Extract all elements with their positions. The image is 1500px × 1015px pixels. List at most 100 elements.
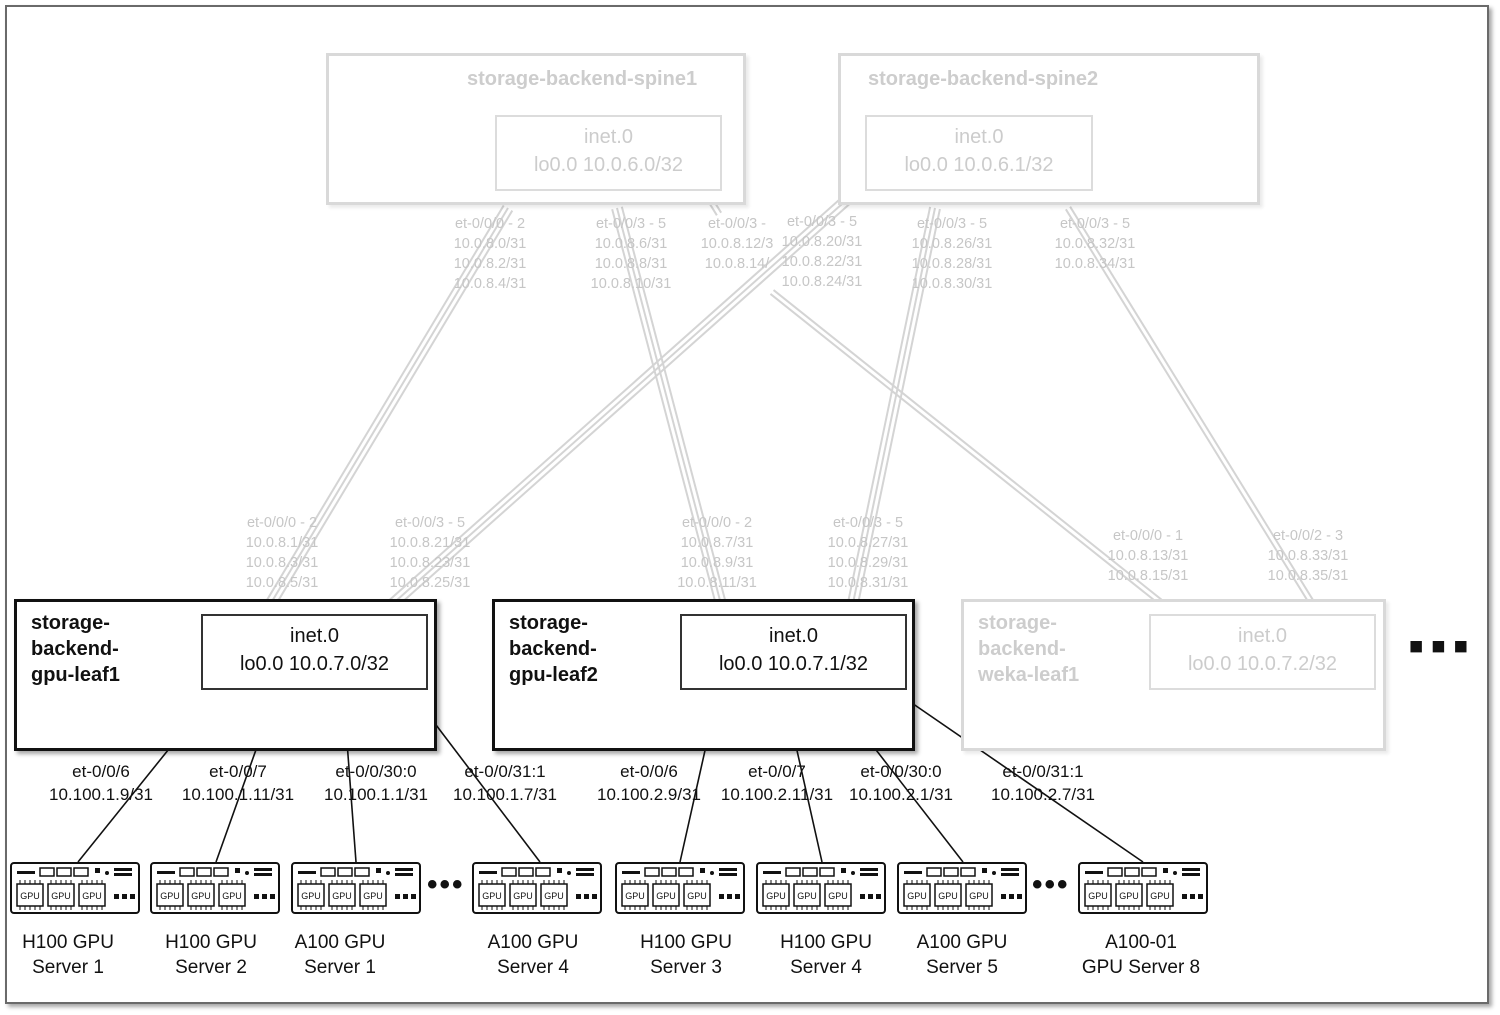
svg-text:GPU: GPU [363,891,383,901]
spine2-loopback: lo0.0 10.0.6.1/32 [904,154,1054,176]
gpu-server-icon[interactable]: GPU GPU GPU [897,862,1027,914]
spine-if-label: et-0/0/3 - 5 10.0.8.6/31 10.0.8.8/31 10.… [590,216,672,292]
svg-text:GPU: GPU [828,891,848,901]
spine1-leaf1-links [262,204,505,606]
leaf-if-label: et-0/0/0 - 1 10.0.8.13/31 10.0.8.15/31 [1107,528,1189,584]
svg-text:GPU: GPU [1150,891,1170,901]
weka-leaf1-node[interactable]: storage- backend- weka-leaf1 inet.0 lo0.… [961,599,1386,751]
access-if-label: et-0/0/7 10.100.1.11/31 [181,762,295,804]
spine2-name: storage-backend-spine2 [868,68,1099,90]
leaf-if-label: et-0/0/0 - 2 10.0.8.1/31 10.0.8.3/31 10.… [245,515,319,591]
weka-leaf1-loopback: lo0.0 10.0.7.2/32 [1187,653,1337,675]
gpu-leaf2-inet-label: inet.0 [769,625,818,647]
svg-text:GPU: GPU [82,891,102,901]
server-label: A100 GPU Server 1 [294,932,386,978]
gpu-leaf1-name: storage- backend- gpu-leaf1 [31,612,120,686]
svg-text:GPU: GPU [160,891,180,901]
more-servers-ellipsis: ••• [1032,868,1070,901]
spine2-inet-label: inet.0 [954,126,1004,148]
svg-text:GPU: GPU [656,891,676,901]
weka-leaf1-inet-box: inet.0 lo0.0 10.0.7.2/32 [1149,614,1376,690]
leaf-if-label: et-0/0/2 - 3 10.0.8.33/31 10.0.8.35/31 [1267,528,1349,584]
weka-leaf1-inet-label: inet.0 [1238,625,1287,647]
svg-text:GPU: GPU [191,891,211,901]
svg-text:GPU: GPU [766,891,786,901]
svg-text:GPU: GPU [20,891,40,901]
gpu-server-icon[interactable]: GPU GPU GPU [150,862,280,914]
spine2-leaf2-links [851,207,936,609]
access-if-label: et-0/0/31:1 10.100.1.7/31 [453,762,557,804]
server-label: H100 GPU Server 3 [640,932,732,978]
svg-text:GPU: GPU [1088,891,1108,901]
server-label: A100 GPU Server 4 [487,932,579,978]
gpu-leaf2-node[interactable]: storage- backend- gpu-leaf2 inet.0 lo0.0… [492,599,915,751]
leaf-if-label: et-0/0/0 - 2 10.0.8.7/31 10.0.8.9/31 10.… [677,515,757,591]
server-label: A100-01 GPU Server 8 [1081,932,1201,978]
more-leaves-ellipsis: ▪▪▪ [1408,619,1475,671]
svg-text:GPU: GPU [797,891,817,901]
spine1-node[interactable]: storage-backend-spine1 inet.0 lo0.0 10.0… [326,53,746,205]
access-link [889,687,1144,863]
access-if-label: et-0/0/30:0 10.100.1.1/31 [324,762,428,804]
svg-text:GPU: GPU [938,891,958,901]
gpu-leaf2-inet-box: inet.0 lo0.0 10.0.7.1/32 [680,614,907,690]
server-label: H100 GPU Server 1 [22,932,114,978]
spine-if-label: et-0/0/3 - 10.0.8.12/3 10.0.8.14/ [700,216,774,272]
gpu-server-icon[interactable]: GPU GPU GPU [472,862,602,914]
server-label: H100 GPU Server 2 [165,932,257,978]
spine1-leaf2-links [611,209,719,610]
spine1-leaf2-links [620,206,728,607]
spine2-node[interactable]: storage-backend-spine2 inet.0 lo0.0 10.0… [838,53,1260,205]
spine1-loopback: lo0.0 10.0.6.0/32 [533,154,683,176]
svg-text:GPU: GPU [513,891,533,901]
spine1-inet-box: inet.0 lo0.0 10.0.6.0/32 [495,115,722,191]
svg-text:GPU: GPU [969,891,989,901]
svg-text:GPU: GPU [625,891,645,901]
svg-text:GPU: GPU [482,891,502,901]
spine1-inet-label: inet.0 [584,126,633,148]
access-if-label: et-0/0/7 10.100.2.11/31 [720,762,834,804]
spine-if-label: et-0/0/3 - 5 10.0.8.20/31 10.0.8.22/31 1… [781,214,863,290]
svg-text:GPU: GPU [51,891,71,901]
spine2-weka-links [1069,206,1318,608]
spine2-leaf1-links [384,183,858,606]
spine1-name: storage-backend-spine1 [467,68,698,90]
spine1-leaf2-links [616,207,723,609]
svg-text:GPU: GPU [222,891,242,901]
gpu-leaf2-loopback: lo0.0 10.0.7.1/32 [718,653,868,675]
gpu-server-icon[interactable]: GPU GPU GPU [756,862,886,914]
server-label: H100 GPU Server 4 [780,932,872,978]
access-if-label: et-0/0/6 10.100.2.9/31 [597,762,701,804]
gpu-leaf1-inet-label: inet.0 [290,625,339,647]
access-if-label: et-0/0/31:1 10.100.2.7/31 [991,762,1095,804]
spine1-weka-links [772,289,1171,607]
gpu-leaf1-loopback: lo0.0 10.0.7.0/32 [239,653,389,675]
server-label: A100 GPU Server 5 [916,932,1008,978]
spine2-leaf1-links [390,190,864,613]
gpu-leaf1-node[interactable]: storage- backend- gpu-leaf1 inet.0 lo0.0… [14,599,437,751]
gpu-server-icon[interactable]: GPU GPU GPU [291,862,421,914]
gpu-leaf2-name: storage- backend- gpu-leaf2 [509,612,598,686]
spine2-leaf2-links [846,206,932,608]
spine1-leaf1-links [271,210,514,612]
gpu-server-icon[interactable]: GPU GPU GPU [1078,862,1208,914]
spine2-weka-links [1065,208,1314,610]
leaf-if-label: et-0/0/3 - 5 10.0.8.21/31 10.0.8.23/31 1… [389,515,471,591]
svg-text:GPU: GPU [301,891,321,901]
svg-text:GPU: GPU [332,891,352,901]
access-if-label: et-0/0/6 10.100.1.9/31 [49,762,153,804]
spine-if-label: et-0/0/0 - 2 10.0.8.0/31 10.0.8.2/31 10.… [453,216,527,292]
gpu-server-icon[interactable]: GPU GPU GPU [10,862,140,914]
spine2-inet-box: inet.0 lo0.0 10.0.6.1/32 [865,115,1093,191]
spine-if-label: et-0/0/3 - 5 10.0.8.26/31 10.0.8.28/31 1… [911,216,993,292]
spine1-leaf1-links [267,207,509,609]
spine-if-label: et-0/0/3 - 5 10.0.8.32/31 10.0.8.34/31 [1054,216,1136,272]
svg-text:GPU: GPU [1119,891,1139,901]
svg-text:GPU: GPU [544,891,564,901]
spine2-leaf2-links [855,208,941,610]
leaf-if-label: et-0/0/3 - 5 10.0.8.27/31 10.0.8.29/31 1… [827,515,909,591]
access-if-label: et-0/0/30:0 10.100.2.1/31 [849,762,953,804]
svg-text:GPU: GPU [907,891,927,901]
